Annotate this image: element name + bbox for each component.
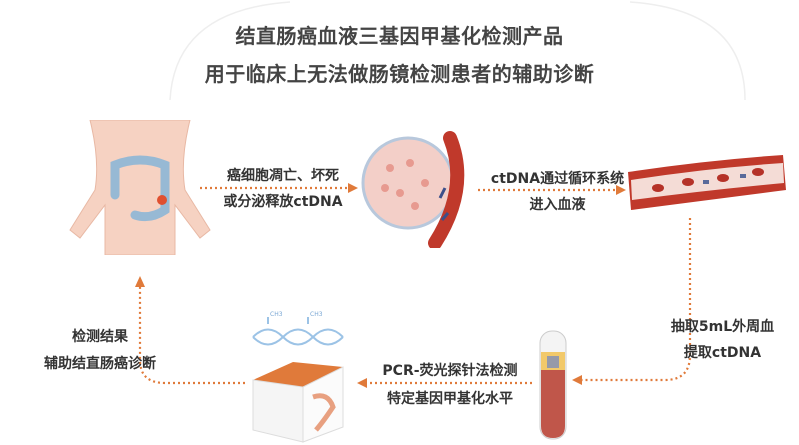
release-line-1: 癌细胞凋亡、坏死 (227, 168, 339, 184)
body-colon-illustration (69, 120, 211, 255)
pcr-line-1: PCR-荧光探针法检测 (382, 363, 518, 379)
result-line-1: 检测结果 (72, 329, 128, 345)
test-kit-illustration (252, 317, 344, 443)
circulate-line-1: ctDNA通过循环系统 (490, 171, 625, 187)
ch3-label-1: CH3 (270, 311, 283, 318)
arrow-kit-to-result (138, 285, 245, 385)
title-line-2: 用于临床上无法做肠镜检测患者的辅助诊断 (204, 62, 595, 86)
ch3-label-2: CH3 (310, 311, 323, 318)
draw-line-2: 提取ctDNA (683, 345, 762, 361)
tumor-tissue-illustration (361, 131, 465, 248)
release-line-2: 或分泌释放ctDNA (223, 194, 343, 210)
pcr-line-2: 特定基因甲基化水平 (387, 391, 513, 407)
circulate-line-2: 进入血液 (529, 197, 586, 213)
draw-line-1: 抽取5mL外周血 (670, 319, 775, 335)
ctdna-icon (547, 356, 559, 368)
blood-tube-illustration (539, 330, 567, 440)
blood-vessel-illustration (628, 155, 786, 210)
result-line-2: 辅助结直肠癌诊断 (44, 356, 156, 372)
title-line-1: 结直肠癌血液三基因甲基化检测产品 (235, 24, 564, 48)
